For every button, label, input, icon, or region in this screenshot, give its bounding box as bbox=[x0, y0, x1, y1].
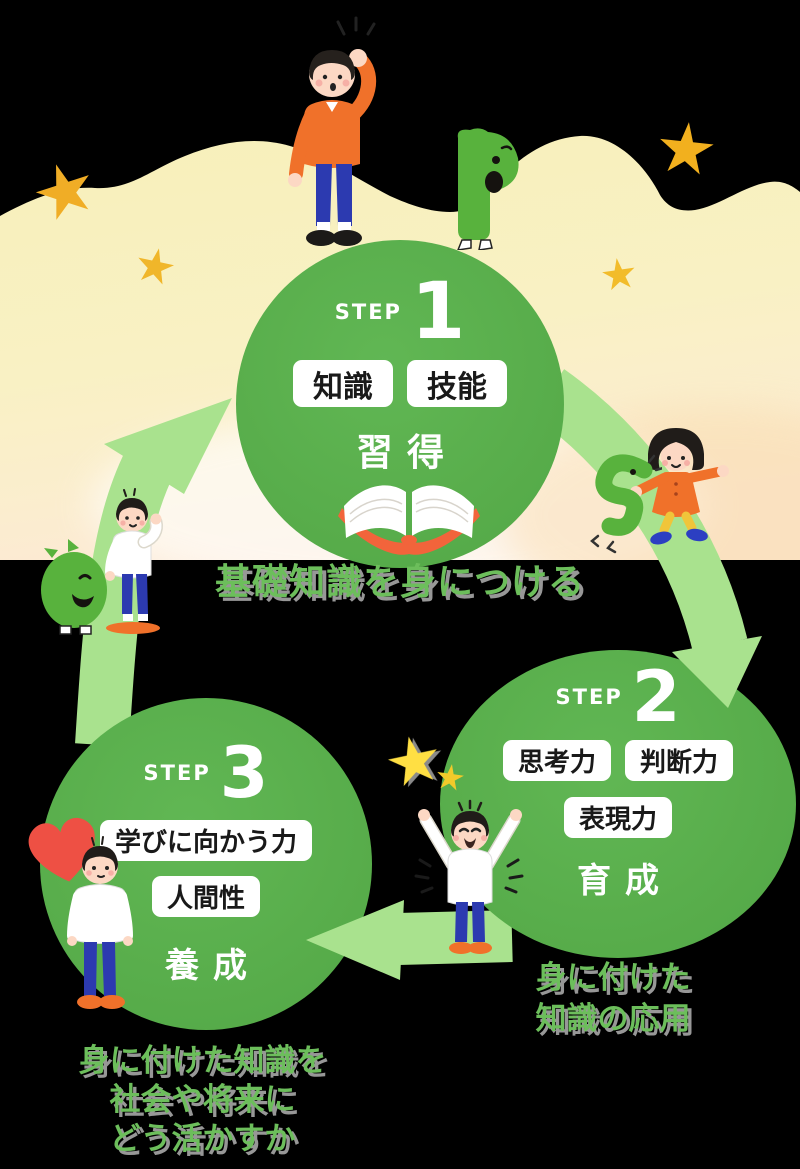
caption-step3: 身に付けた知識を 社会や将来に どう活かすか bbox=[78, 1043, 327, 1157]
step-tag: 人間性 bbox=[151, 876, 260, 917]
arrowhead-into-step2 bbox=[672, 636, 762, 708]
step1-label: STEP bbox=[334, 300, 402, 324]
step3-number: 3 bbox=[219, 732, 269, 814]
man-shielding-eyes-illustration bbox=[288, 16, 377, 246]
arrow-step2-to-step3 bbox=[397, 910, 513, 965]
step1-verb: 習得 bbox=[356, 431, 458, 474]
step-tag: 学びに向かう力 bbox=[99, 820, 312, 861]
girl-in-orange-dress-illustration bbox=[630, 428, 729, 545]
caption-step2: 身に付けた 知識の応用 bbox=[535, 960, 691, 1037]
star-icon bbox=[437, 764, 464, 791]
step2-verb: 育成 bbox=[577, 861, 673, 901]
green-p-mascot-illustration bbox=[457, 128, 519, 250]
step3-label: STEP bbox=[143, 761, 211, 785]
arrow-step3-to-step1 bbox=[75, 398, 232, 747]
star-icon bbox=[602, 258, 635, 291]
star-icon bbox=[660, 122, 714, 175]
step2-circle: STEP 2 思考力 判断力 表現力 育成 bbox=[440, 650, 796, 958]
green-blob-mascot-illustration bbox=[41, 539, 107, 635]
boy-cheering-illustration bbox=[414, 799, 524, 954]
step1-number: 1 bbox=[410, 267, 466, 357]
step-tag: 判断力 bbox=[625, 740, 734, 781]
green-caterpillar-mascot-illustration bbox=[590, 454, 662, 554]
step-tag: 思考力 bbox=[502, 740, 611, 781]
red-heart-icon bbox=[28, 818, 95, 882]
step-tag: 表現力 bbox=[563, 797, 672, 838]
boy-with-heart-illustration bbox=[67, 836, 133, 1009]
star-icon bbox=[138, 248, 175, 285]
star-icon bbox=[387, 736, 437, 786]
arrowhead-into-step3 bbox=[306, 900, 404, 980]
step-tag: 知識 bbox=[293, 360, 393, 407]
step2-label: STEP bbox=[555, 685, 623, 709]
caption-step1: 基礎知識を身につける bbox=[214, 562, 585, 603]
star-icon bbox=[35, 164, 89, 220]
step-tag: 技能 bbox=[407, 360, 507, 407]
open-book-icon bbox=[338, 485, 480, 555]
step1-circle: STEP 1 知識 技能 習得 bbox=[236, 240, 564, 568]
boy-on-skateboard-illustration bbox=[105, 488, 163, 634]
step2-number: 2 bbox=[631, 656, 681, 738]
step3-verb: 養成 bbox=[165, 946, 261, 986]
